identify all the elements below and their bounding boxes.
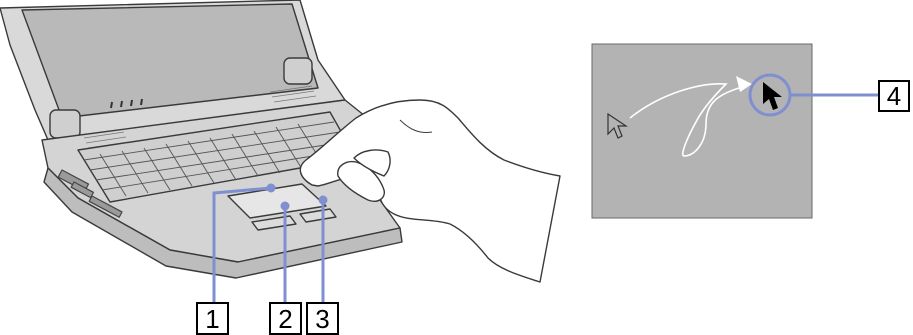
screen-panel (592, 44, 812, 218)
callout-4: 4 (879, 81, 909, 111)
hinge-left (50, 110, 80, 138)
callout-label-1: 1 (205, 304, 219, 334)
callout-label-3: 3 (315, 304, 329, 334)
hinge-right (284, 58, 312, 84)
callout-1: 1 (197, 303, 228, 334)
pointer-screen-panel (592, 44, 812, 218)
callout-3: 3 (307, 303, 338, 334)
leader-dot-3 (320, 197, 326, 203)
leader-dot-1 (268, 185, 274, 191)
callout-label-4: 4 (887, 81, 901, 111)
callout-2: 2 (270, 303, 301, 334)
callout-label-2: 2 (278, 304, 292, 334)
leader-dot-2 (282, 203, 288, 209)
